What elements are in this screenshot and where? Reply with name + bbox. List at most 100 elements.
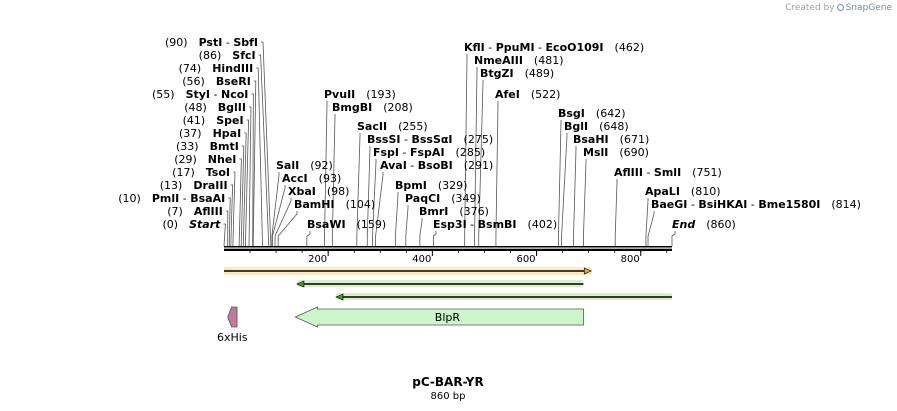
site-label: BaeGI - BsiHKAI - Bme1580I (814): [651, 198, 861, 211]
site-leader-line: [375, 172, 384, 246]
separator: [609, 133, 620, 146]
site-position: (751): [692, 166, 722, 179]
enzyme-name: BglI: [564, 120, 588, 133]
site-label: BamHI (104): [294, 198, 375, 211]
site-leader-line: [324, 101, 328, 246]
separator: [427, 179, 438, 192]
separator: [453, 159, 464, 172]
site-leader-line: [671, 231, 676, 246]
separator: [517, 218, 528, 231]
ruler-tick-label: 800: [621, 254, 640, 265]
site-label: BsaWI (159): [307, 218, 386, 231]
site-leader-line: [614, 179, 618, 246]
site-leader-line: [232, 171, 236, 247]
site-leader-line: [306, 231, 311, 246]
site-leader-line: [228, 197, 231, 247]
site-label: AccI (93): [282, 172, 341, 185]
site-position: (349): [451, 192, 481, 205]
sequence-backbone: [224, 246, 672, 251]
enzyme-name: SmlI: [654, 166, 681, 179]
enzyme-name: KflI: [464, 41, 485, 54]
blpr-gene-label: BlpR: [435, 311, 461, 324]
site-position: (41): [183, 114, 206, 127]
site-label: BpmI (329): [395, 179, 467, 192]
enzyme-name: DraIII: [193, 179, 227, 192]
separator: -: [179, 192, 190, 205]
site-position: (642): [596, 107, 626, 120]
separator: -: [535, 41, 546, 54]
site-leader-line: [240, 145, 245, 247]
separator: [205, 75, 216, 88]
site-position: (13): [160, 179, 183, 192]
site-leader-line: [252, 80, 257, 247]
site-position: (37): [179, 127, 202, 140]
site-position: (93): [319, 172, 342, 185]
enzyme-name: Bme1580I: [758, 198, 820, 211]
separator: [316, 185, 327, 198]
site-leader-line: [464, 54, 468, 246]
site-leader-line: [271, 172, 280, 246]
enzyme-name: SalI: [276, 159, 299, 172]
site-leader-line: [495, 101, 499, 246]
credit-prefix: Created by: [785, 3, 835, 13]
site-leader-line: [274, 198, 292, 246]
separator: [178, 218, 189, 231]
snapgene-logo-icon: [836, 4, 844, 11]
enzyme-name: PpuMI: [496, 41, 535, 54]
separator: [175, 88, 186, 101]
enzyme-name: BtgZI: [480, 67, 514, 80]
plasmid-name: pC-BAR-YR: [412, 375, 483, 389]
site-leader-line: [478, 80, 484, 246]
site-position: (86): [199, 49, 222, 62]
features: 6xHis BlpR: [217, 267, 672, 344]
enzyme-name: XbaI: [288, 185, 316, 198]
site-position: (7): [167, 205, 183, 218]
site-position: (329): [438, 179, 468, 192]
site-leader-line: [474, 67, 478, 246]
separator: [514, 67, 525, 80]
enzyme-name: NheI: [208, 153, 237, 166]
separator: [604, 41, 615, 54]
enzyme-name: BssSI: [367, 133, 401, 146]
site-label: (41) SpeI: [183, 114, 244, 127]
enzyme-name: BpmI: [395, 179, 427, 192]
site-label: AfeI (522): [495, 88, 560, 101]
separator: [523, 54, 534, 67]
site-leader-line: [394, 192, 399, 246]
site-label: NmeAIII (481): [474, 54, 564, 67]
separator: [820, 198, 831, 211]
credit-brand: SnapGene: [845, 3, 892, 13]
site-label: (0) Start: [163, 218, 222, 231]
site-label: (86) SfcI: [199, 49, 256, 62]
separator: [445, 146, 456, 159]
site-label: MslI (690): [583, 146, 649, 159]
his-tag-label: 6xHis: [217, 331, 248, 344]
site-leader-line: [256, 67, 263, 247]
site-position: (275): [464, 133, 494, 146]
site-leader-line: [419, 218, 423, 246]
site-label: (37) HpaI: [179, 127, 241, 140]
site-label: BtgZI (489): [480, 67, 554, 80]
enzyme-name: AflIII: [194, 205, 223, 218]
enzyme-name: SpeI: [216, 114, 243, 127]
site-label: End (860): [672, 218, 736, 231]
green-feature-arrowhead: [335, 293, 344, 301]
ruler-tick-label: 200: [308, 254, 327, 265]
enzyme-name: MslI: [583, 146, 608, 159]
enzyme-name: PmlI: [152, 192, 179, 205]
separator: [197, 153, 208, 166]
site-leader-line: [261, 41, 272, 247]
site-position: (860): [706, 218, 736, 231]
site-label: (7) AflIII: [167, 205, 223, 218]
enzyme-name: BamHI: [294, 198, 335, 211]
separator: [308, 172, 319, 185]
separator: [585, 107, 596, 120]
site-position: (690): [619, 146, 649, 159]
site-position: (33): [176, 140, 199, 153]
site-leader-line: [356, 133, 361, 246]
site-position: (481): [534, 54, 564, 67]
enzyme-name: HpaI: [213, 127, 242, 140]
site-position: (376): [459, 205, 489, 218]
separator: [520, 88, 531, 101]
site-leader-line: [244, 119, 250, 247]
